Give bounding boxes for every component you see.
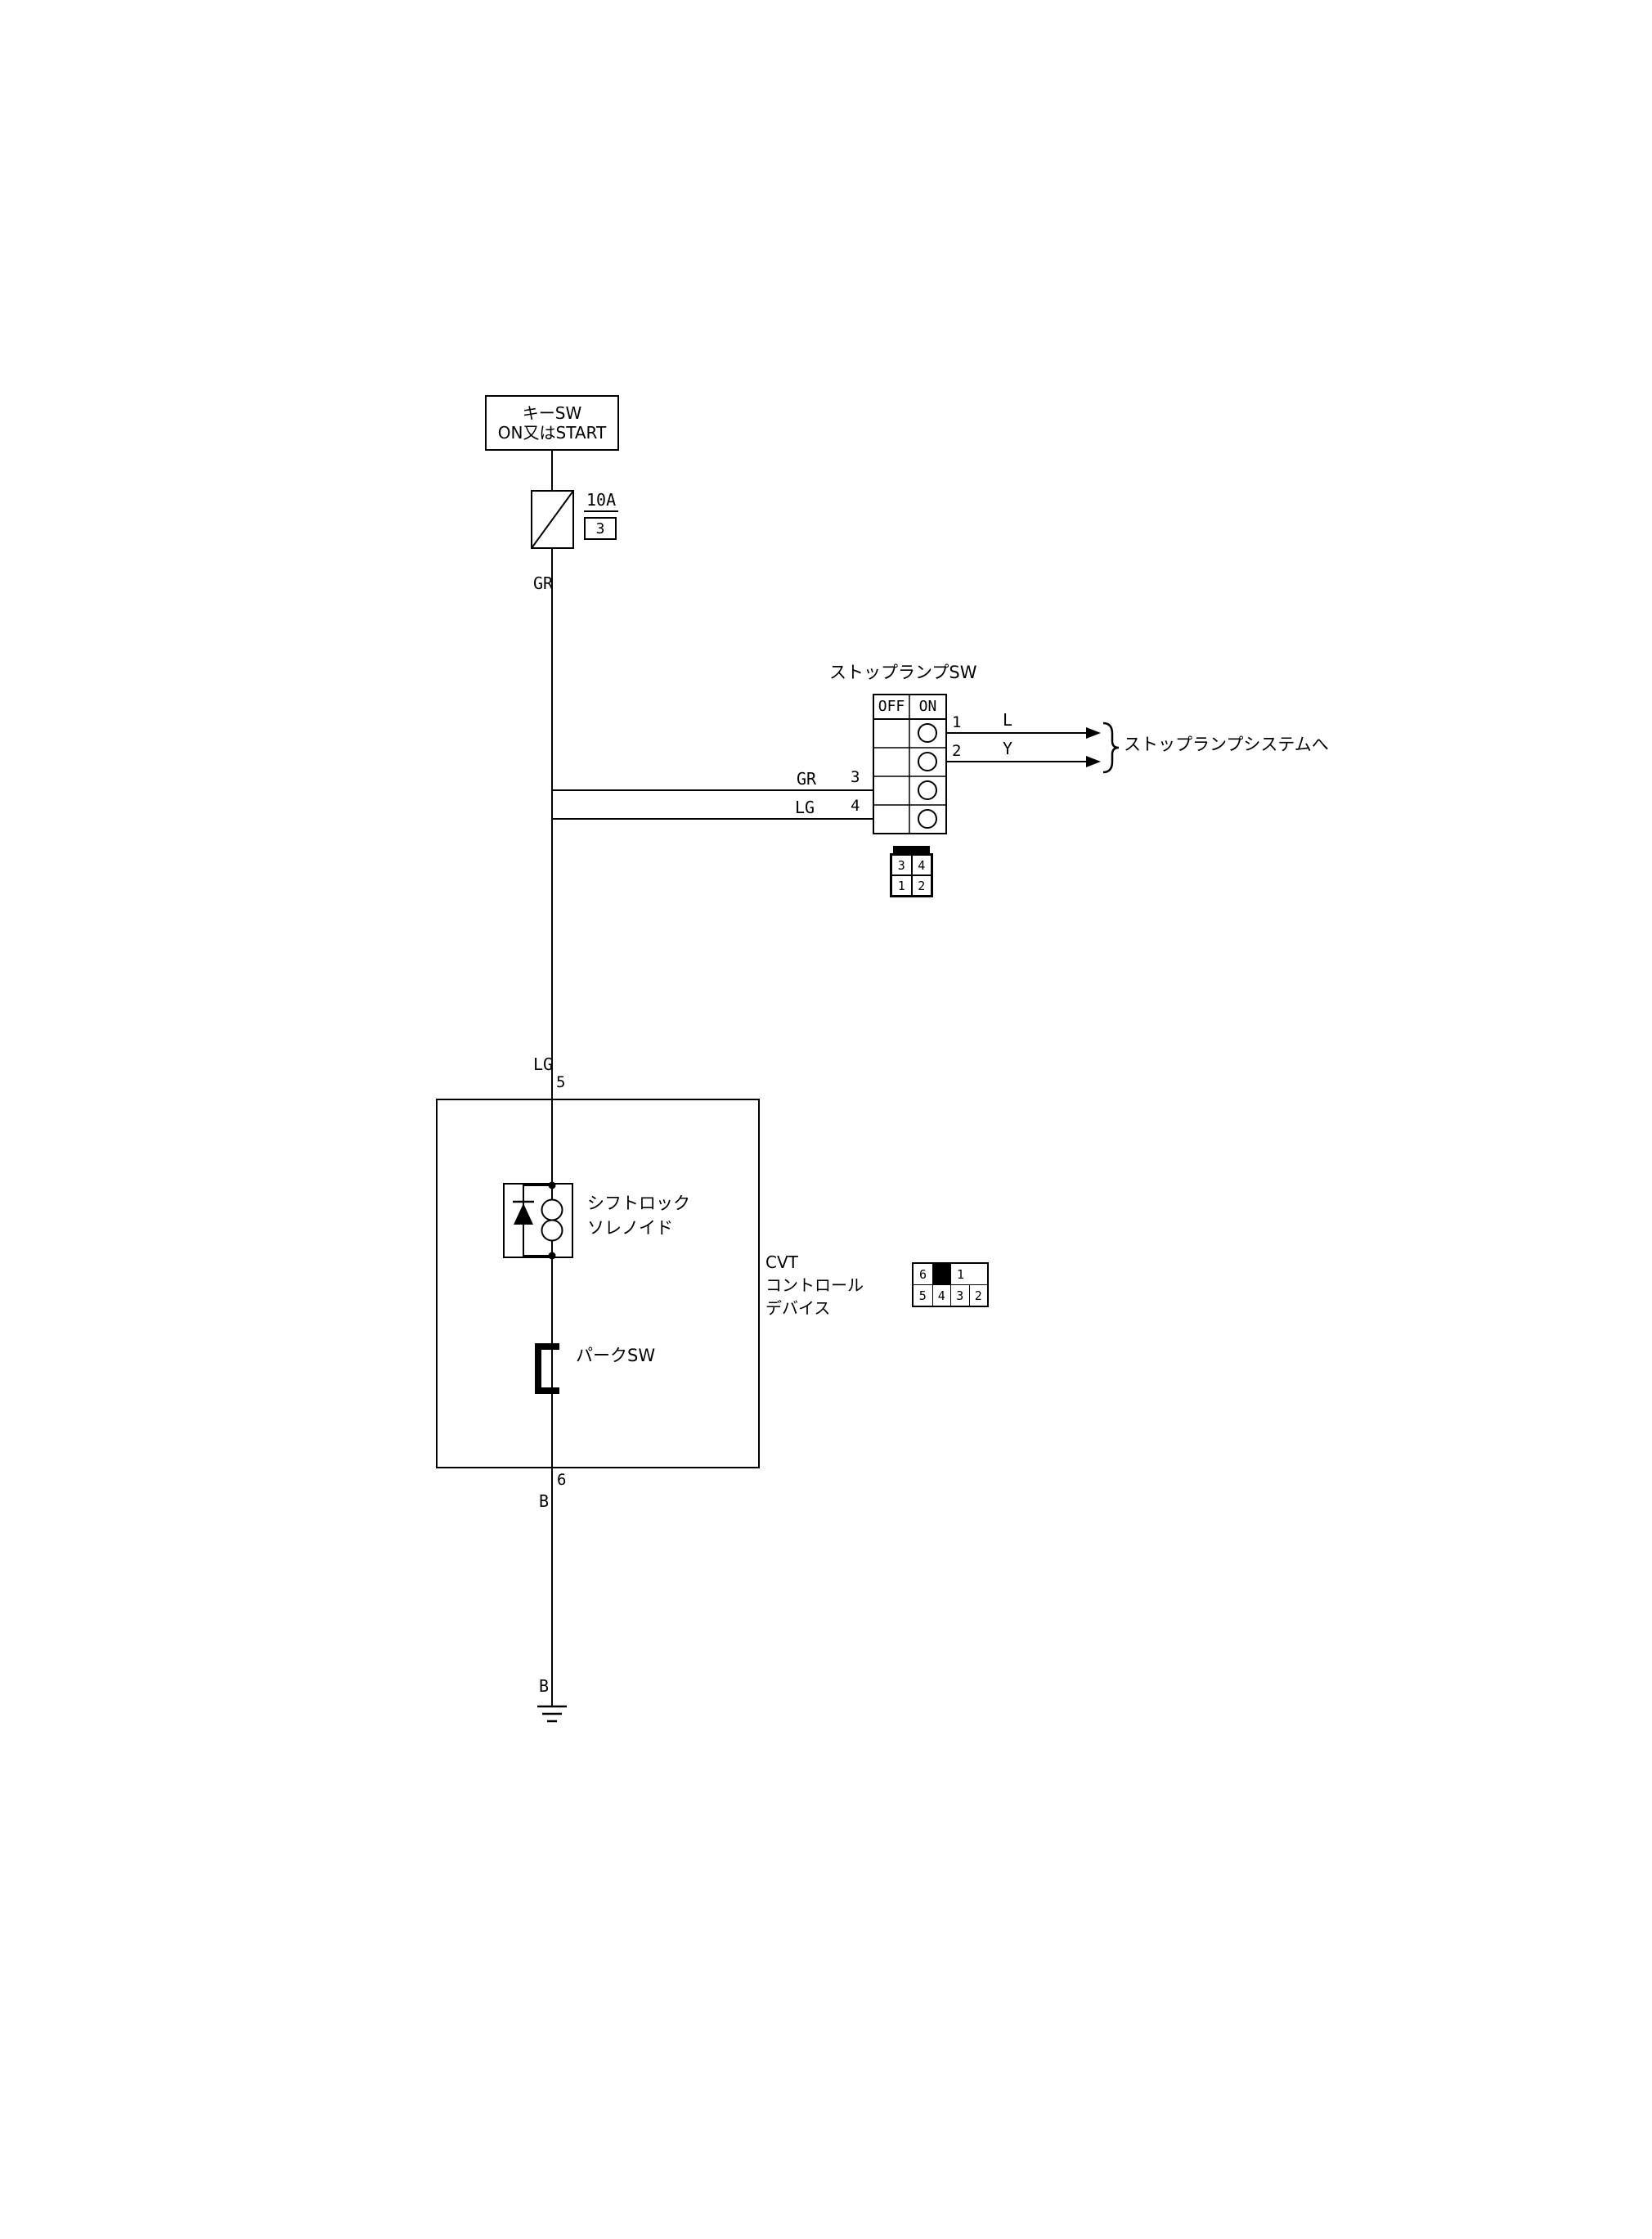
key-switch-box: キーSW ON又はSTART — [485, 395, 619, 451]
stop-lamp-sw-col-off: OFF — [878, 698, 905, 715]
connector-pin: 3 — [891, 855, 912, 875]
key-switch-label-line2: ON又はSTART — [497, 423, 607, 443]
stop-lamp-sw-connector: 3 4 1 2 — [890, 846, 933, 897]
stop-lamp-sw-col-on: ON — [918, 698, 937, 715]
stop-lamp-sw-title: ストップランプSW — [829, 663, 977, 682]
fuse-icon — [531, 490, 574, 549]
wire-color-b-lower: B — [539, 1676, 550, 1696]
cvt-device-name-line3: デバイス — [765, 1298, 831, 1318]
terminal-6-label: 6 — [557, 1471, 567, 1489]
coil-icon — [541, 1219, 563, 1242]
connector-pin: 1 — [891, 875, 912, 896]
connector-pin: 3 — [950, 1285, 969, 1306]
terminal-3-label: 3 — [851, 768, 860, 786]
shift-lock-solenoid-icon — [503, 1181, 573, 1260]
connector-pin: 2 — [968, 1285, 988, 1306]
cvt-device-box — [436, 1099, 760, 1468]
arrow-right-icon — [1086, 756, 1101, 767]
shift-lock-solenoid-label-line1: シフトロック — [587, 1194, 690, 1213]
cvt-device-name-line2: コントロール — [765, 1275, 864, 1295]
connector-pin: 1 — [956, 1266, 965, 1282]
wire-color-gr-branch: GR — [797, 769, 817, 789]
connector-tab — [893, 846, 930, 853]
fuse-rating-label: 10A — [584, 492, 619, 512]
connector-pin: 4 — [911, 855, 931, 875]
contact-circle — [918, 723, 937, 743]
connector-pin: 5 — [918, 1288, 927, 1303]
terminal-4-label: 4 — [851, 797, 860, 815]
shift-lock-solenoid-label-line2: ソレノイド — [587, 1218, 673, 1238]
contact-circle — [918, 809, 937, 829]
contact-circle — [918, 780, 937, 800]
brace-icon — [1102, 722, 1120, 774]
contact-circle — [918, 752, 937, 771]
wire-color-lg-vertical: LG — [533, 1054, 554, 1074]
junction-dot — [548, 1252, 556, 1260]
key-switch-label-line1: キーSW — [522, 403, 582, 423]
wire-color-l: L — [1003, 710, 1013, 730]
terminal-1-label: 1 — [952, 713, 962, 731]
junction-dot — [548, 1181, 556, 1189]
wire-color-b-upper: B — [539, 1491, 550, 1511]
connector-key-bar — [932, 1264, 951, 1284]
park-switch-icon — [535, 1343, 559, 1394]
wire-color-gr-vertical: GR — [533, 573, 554, 593]
stop-lamp-system-destination: ストップランプシステムへ — [1124, 735, 1329, 754]
wire-color-lg-branch: LG — [795, 798, 815, 817]
coil-icon — [541, 1198, 563, 1221]
terminal-2-label: 2 — [952, 742, 962, 760]
connector-pin: 2 — [911, 875, 931, 896]
wire-color-y: Y — [1003, 739, 1013, 758]
cvt-device-connector: 6 1 5 4 3 2 — [912, 1262, 989, 1307]
fuse-number-box: 3 — [584, 517, 617, 540]
ground-icon — [537, 1705, 567, 1723]
stop-lamp-sw-table — [873, 694, 947, 834]
terminal-5-label: 5 — [556, 1073, 566, 1091]
diode-icon — [514, 1203, 533, 1225]
park-sw-label: パークSW — [576, 1346, 656, 1365]
arrow-right-icon — [1086, 727, 1101, 739]
cvt-device-name-line1: CVT — [765, 1252, 798, 1272]
connector-pin: 4 — [931, 1285, 951, 1306]
connector-pin: 6 — [918, 1266, 927, 1282]
